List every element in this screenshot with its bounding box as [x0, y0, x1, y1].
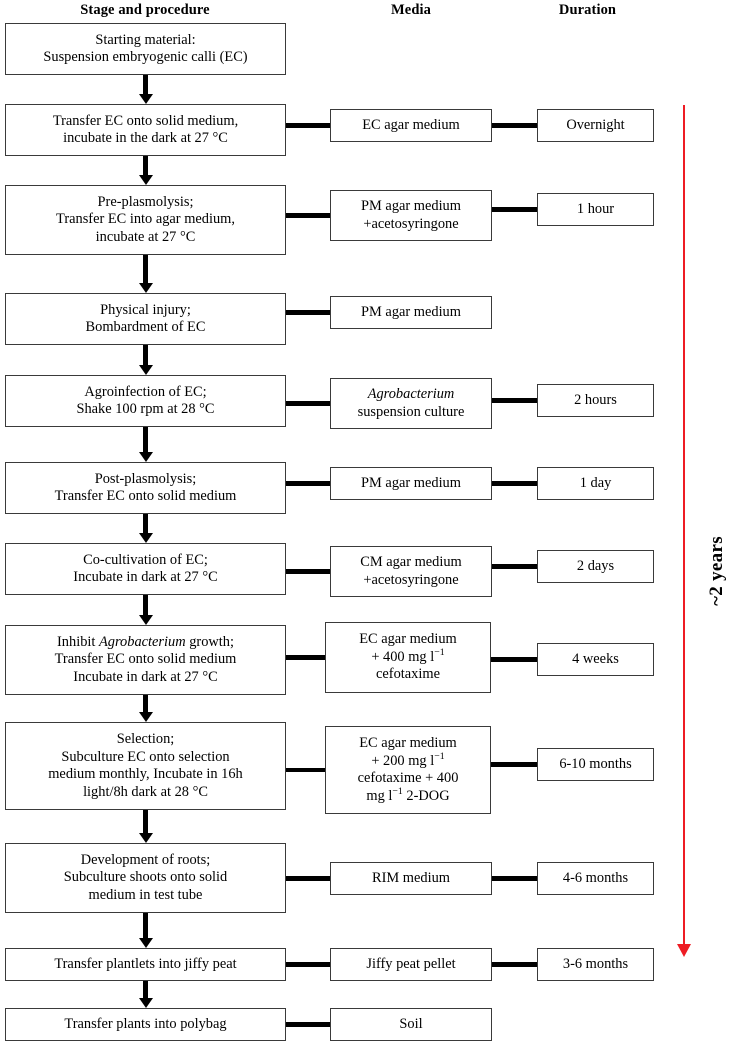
duration-box: 2 days [537, 550, 654, 583]
arrow-shaft [143, 695, 148, 713]
stage-box: Inhibit Agrobacterium growth;Transfer EC… [5, 625, 286, 695]
column-header-duration: Duration [558, 2, 617, 18]
arrow-head [138, 452, 153, 462]
duration-box: 1 hour [537, 193, 654, 226]
connector-stage-to-media [286, 876, 330, 881]
duration-box: Overnight [537, 109, 654, 142]
flow-arrow-down [136, 981, 156, 1008]
stage-box: Transfer EC onto solid medium,incubate i… [5, 104, 286, 156]
duration-box: 3-6 months [537, 948, 654, 981]
media-box: RIM medium [330, 862, 492, 895]
timeline-duration-label: ~2 years [706, 536, 727, 606]
connector-stage-to-media [286, 213, 330, 218]
duration-box: 1 day [537, 467, 654, 500]
connector-stage-to-media [286, 767, 325, 773]
timeline-arrow-head [677, 944, 691, 957]
duration-box: 4 weeks [537, 643, 654, 676]
stage-box: Starting material:Suspension embryogenic… [5, 23, 286, 75]
connector-stage-to-media [286, 401, 330, 406]
arrow-shaft [143, 981, 148, 999]
connector-stage-to-media [286, 569, 330, 574]
arrow-head [138, 175, 153, 185]
arrow-shaft [143, 514, 148, 534]
arrow-head [138, 998, 153, 1008]
media-box: EC agar medium [330, 109, 492, 142]
stage-box: Pre-plasmolysis;Transfer EC into agar me… [5, 185, 286, 255]
flow-arrow-down [136, 913, 156, 948]
connector-media-to-duration [492, 123, 537, 128]
arrow-head [138, 833, 153, 843]
stage-box: Agroinfection of EC;Shake 100 rpm at 28 … [5, 375, 286, 427]
duration-box: 2 hours [537, 384, 654, 417]
arrow-shaft [143, 810, 148, 834]
flow-arrow-down [136, 695, 156, 722]
flow-arrow-down [136, 514, 156, 543]
connector-media-to-duration [492, 962, 537, 967]
media-box: PM agar medium [330, 467, 492, 500]
arrow-shaft [143, 595, 148, 616]
stage-box: Transfer plantlets into jiffy peat [5, 948, 286, 981]
connector-stage-to-media [286, 310, 330, 315]
flow-arrow-down [136, 345, 156, 375]
column-header-media: Media [391, 2, 431, 18]
media-box: PM agar medium [330, 296, 492, 329]
arrow-shaft [143, 913, 148, 939]
arrow-shaft [143, 427, 148, 453]
duration-box: 6-10 months [537, 748, 654, 781]
flow-arrow-down [136, 255, 156, 293]
arrow-shaft [143, 156, 148, 176]
arrow-shaft [143, 255, 148, 284]
timeline-arrow-shaft [683, 105, 686, 945]
arrow-shaft [143, 345, 148, 366]
flow-arrow-down [136, 156, 156, 185]
stage-box: Physical injury;Bombardment of EC [5, 293, 286, 345]
connector-media-to-duration [491, 657, 537, 662]
stage-box: Development of roots;Subculture shoots o… [5, 843, 286, 913]
duration-box: 4-6 months [537, 862, 654, 895]
connector-media-to-duration [492, 398, 537, 403]
connector-media-to-duration [492, 481, 537, 486]
flow-arrow-down [136, 595, 156, 625]
media-box: Jiffy peat pellet [330, 948, 492, 981]
stage-box: Post-plasmolysis;Transfer EC onto solid … [5, 462, 286, 514]
connector-media-to-duration [492, 564, 537, 569]
arrow-head [138, 533, 153, 543]
arrow-head [138, 615, 153, 625]
flow-arrow-down [136, 427, 156, 462]
flow-arrow-down [136, 75, 156, 104]
arrow-shaft [143, 75, 148, 95]
flow-arrow-down [136, 810, 156, 843]
connector-media-to-duration [492, 207, 537, 212]
stage-box: Co-cultivation of EC;Incubate in dark at… [5, 543, 286, 595]
media-box: Soil [330, 1008, 492, 1041]
media-box: PM agar medium+acetosyringone [330, 190, 492, 241]
connector-media-to-duration [491, 762, 537, 767]
connector-stage-to-media [286, 481, 330, 486]
connector-stage-to-media [286, 1022, 330, 1027]
arrow-head [138, 938, 153, 948]
connector-media-to-duration [492, 876, 537, 881]
connector-stage-to-media [286, 655, 325, 660]
column-header-stage: Stage and procedure [80, 2, 210, 18]
arrow-head [138, 365, 153, 375]
media-box: CM agar medium+acetosyringone [330, 546, 492, 597]
arrow-head [138, 283, 153, 293]
stage-box: Transfer plants into polybag [5, 1008, 286, 1041]
connector-stage-to-media [286, 962, 330, 967]
connector-stage-to-media [286, 123, 330, 128]
arrow-head [138, 712, 153, 722]
arrow-head [138, 94, 153, 104]
